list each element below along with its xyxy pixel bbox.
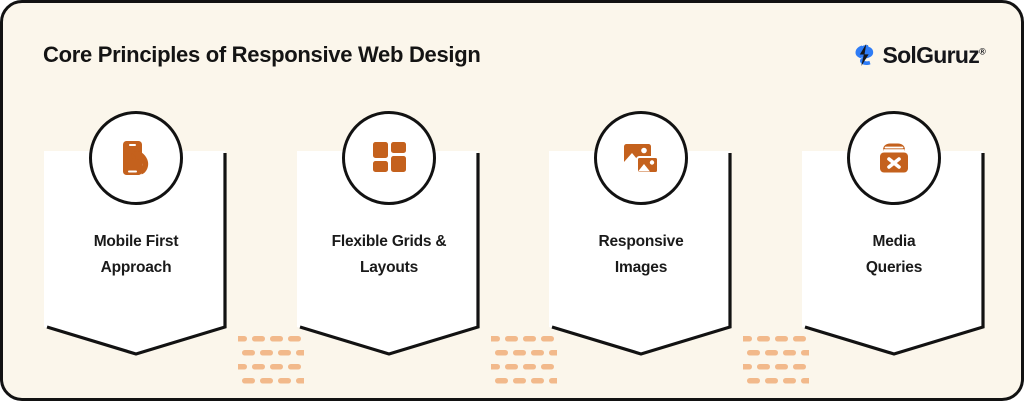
principles-row: Mobile First Approach Fl [3,111,1021,384]
solguruz-swirl-icon [850,41,878,69]
card-icon-badge [594,111,688,205]
dashed-connector-1 [238,336,304,392]
brand-logo: SolGuruz® [850,41,986,69]
logo-wordmark: SolGuruz® [882,42,985,69]
card-icon-badge [89,111,183,205]
header: Core Principles of Responsive Web Design… [43,33,986,77]
card-icon-badge [847,111,941,205]
card-label-line-2: Queries [865,259,923,276]
card-label-line-1: Flexible Grids & [331,233,447,250]
principle-card-responsive-images[interactable]: Responsive Images [549,111,733,359]
card-label-line-1: Mobile First [93,233,179,250]
principle-card-mobile-first[interactable]: Mobile First Approach [44,111,228,359]
photos-stack-icon [624,144,659,174]
card-icon-badge [342,111,436,205]
hand-holding-phone-icon [123,141,149,175]
card-label-line-2: Images [614,259,668,276]
principle-card-flexible-grids[interactable]: Flexible Grids & Layouts [297,111,481,359]
card-label: Mobile First Approach [50,229,222,281]
logo-name: SolGuruz [882,41,980,68]
grid-blocks-icon [373,142,406,172]
card-label: Media Queries [808,229,980,281]
principle-card-media-queries[interactable]: Media Queries [802,111,986,359]
dashed-connector-2 [491,336,557,392]
page-title: Core Principles of Responsive Web Design [43,42,481,67]
card-label: Responsive Images [555,229,727,281]
card-label-line-1: Media [872,233,916,250]
card-banner-shape [802,151,986,359]
card-label-line-2: Approach [100,259,172,276]
dashed-connector-3 [743,336,809,392]
card-banner-shape [297,151,481,359]
box-with-x-icon [880,143,908,173]
card-label-line-2: Layouts [359,259,419,276]
card-label: Flexible Grids & Layouts [303,229,475,281]
card-banner-shape [44,151,228,359]
registered-trademark-icon: ® [979,45,986,56]
card-label-line-1: Responsive [598,233,684,250]
card-banner-shape [549,151,733,359]
